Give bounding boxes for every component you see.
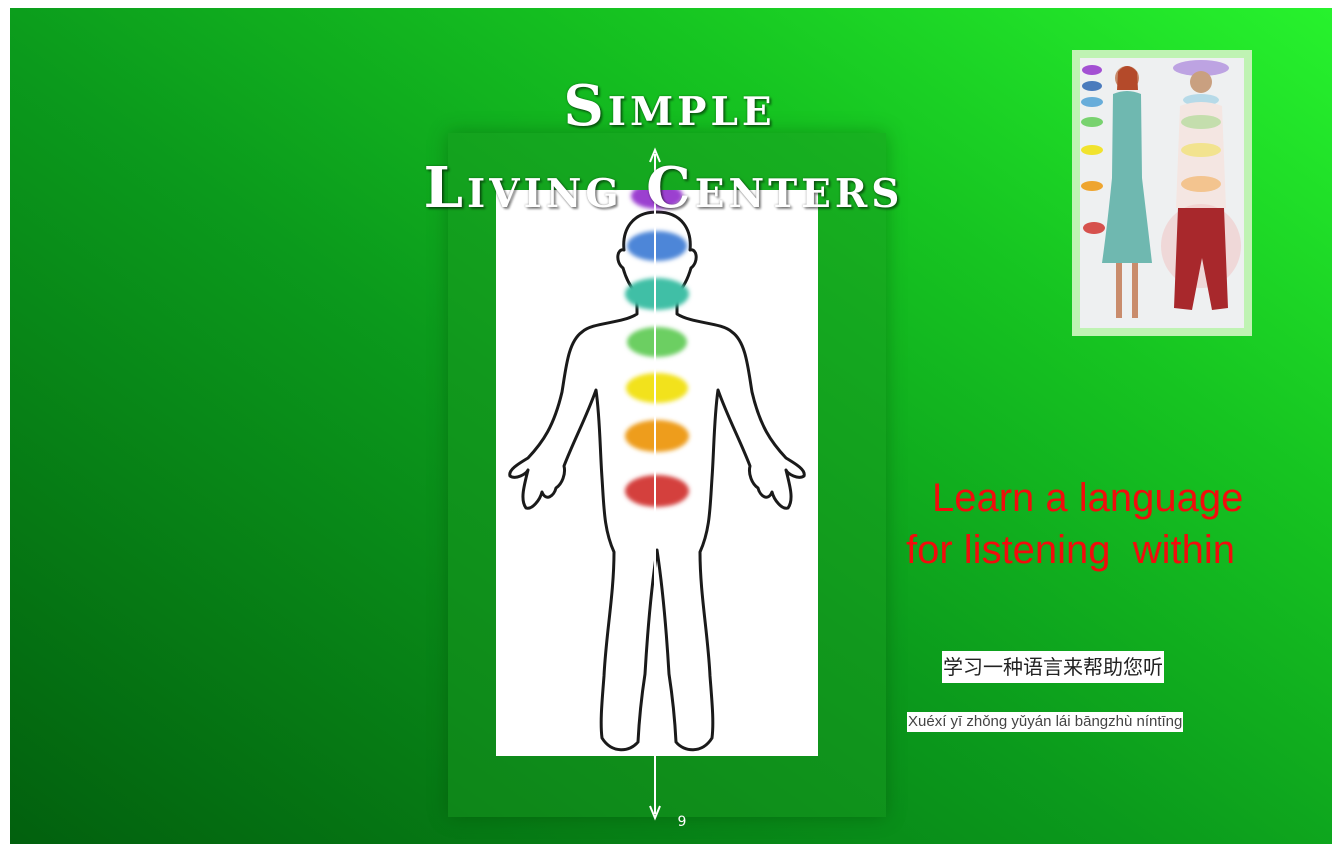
vertical-axis-arrow-icon <box>640 146 670 822</box>
pinyin-caption: Xuéxí yī zhǒng yǔyán lái bāngzhù níntīng <box>907 712 1183 732</box>
title-line-1: Simple <box>10 78 1332 134</box>
title-line-2: Living Centers <box>10 160 1332 216</box>
tagline-line-1: Learn a language <box>932 474 1243 522</box>
chinese-caption: 学习一种语言来帮助您听 <box>942 651 1164 683</box>
page-number: 9 <box>672 814 692 830</box>
slide: Simple Living Centers <box>10 8 1332 844</box>
tagline-line-2: for listening within <box>906 526 1235 574</box>
